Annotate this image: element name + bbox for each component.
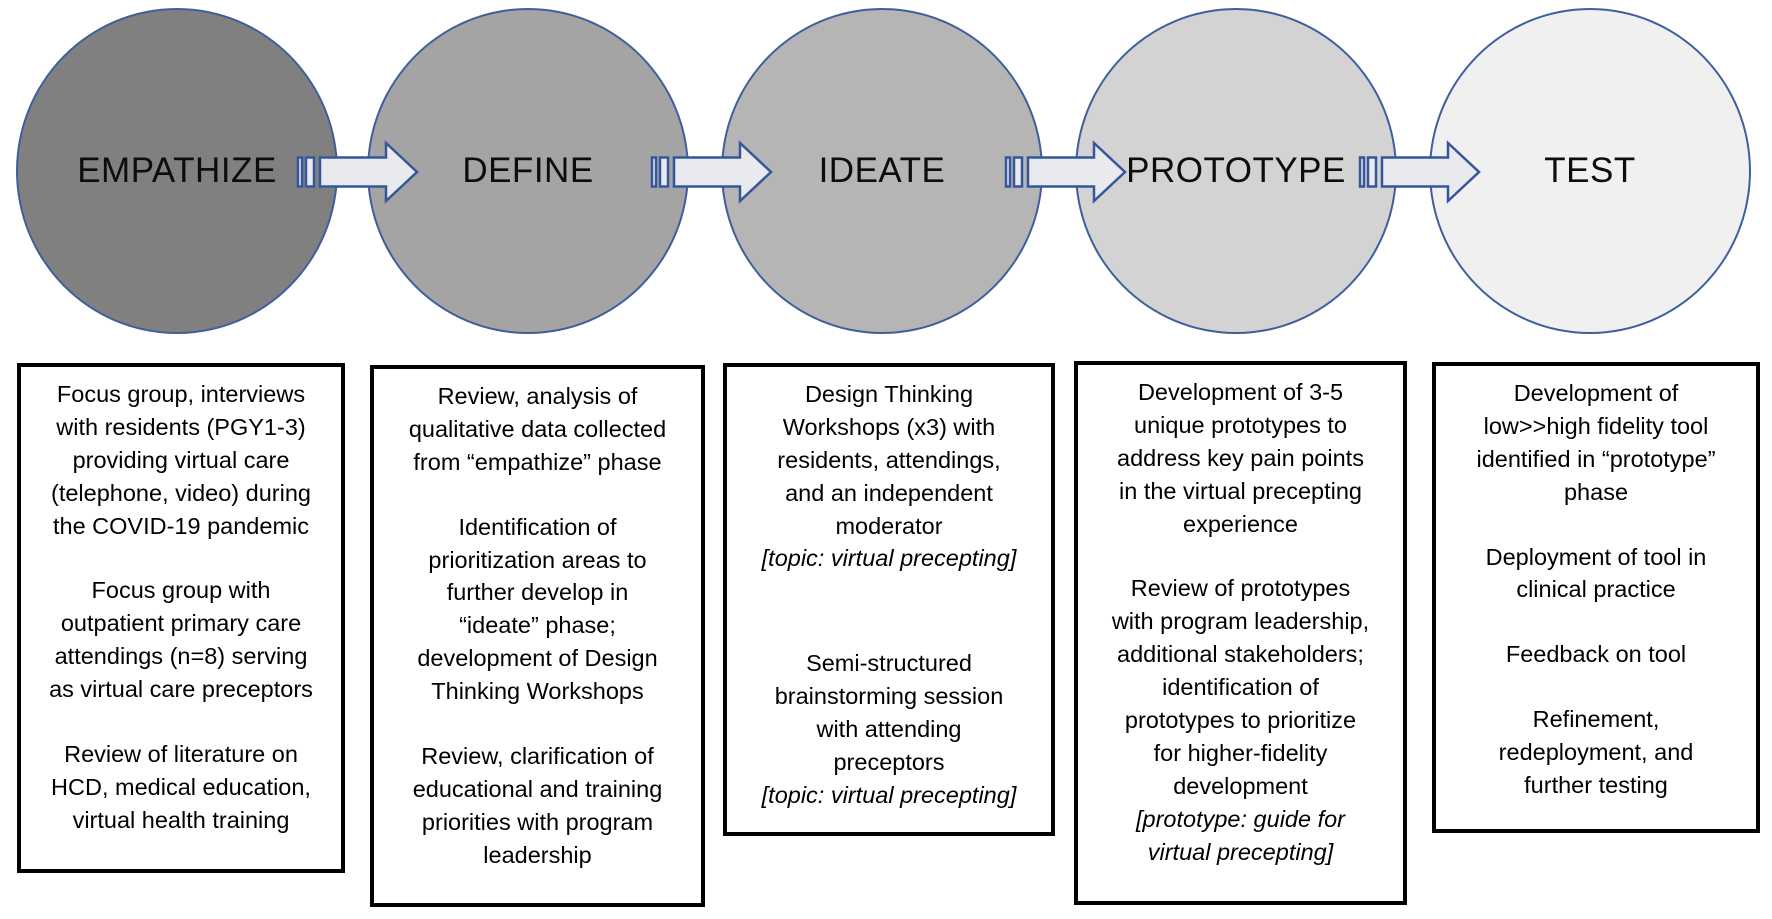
phase-label-prototype: PROTOTYPE <box>1126 151 1346 190</box>
phase-label-test: TEST <box>1544 151 1636 190</box>
phase-circle-ideate: IDEATE <box>721 8 1043 334</box>
right-arrow-icon <box>296 140 419 204</box>
phase-paragraph-test-3: Feedback on tool <box>1505 641 1687 668</box>
phase-label-define: DEFINE <box>462 151 594 190</box>
phase-circle-empathize: EMPATHIZE <box>16 8 338 334</box>
right-arrow-icon <box>1358 140 1481 204</box>
phase-circle-define: DEFINE <box>367 8 689 334</box>
phase-circle-prototype: PROTOTYPE <box>1075 8 1397 334</box>
right-arrow-icon <box>1004 140 1127 204</box>
bracket-note: [topic: virtual precepting] <box>761 781 1017 808</box>
bracket-note: virtual precepting] <box>1147 838 1334 865</box>
phase-label-empathize: EMPATHIZE <box>77 151 277 190</box>
bracket-note: [prototype: guide for <box>1135 805 1346 832</box>
bracket-note: [topic: virtual precepting] <box>761 545 1017 572</box>
phase-label-ideate: IDEATE <box>818 151 946 190</box>
right-arrow-icon <box>650 140 773 204</box>
